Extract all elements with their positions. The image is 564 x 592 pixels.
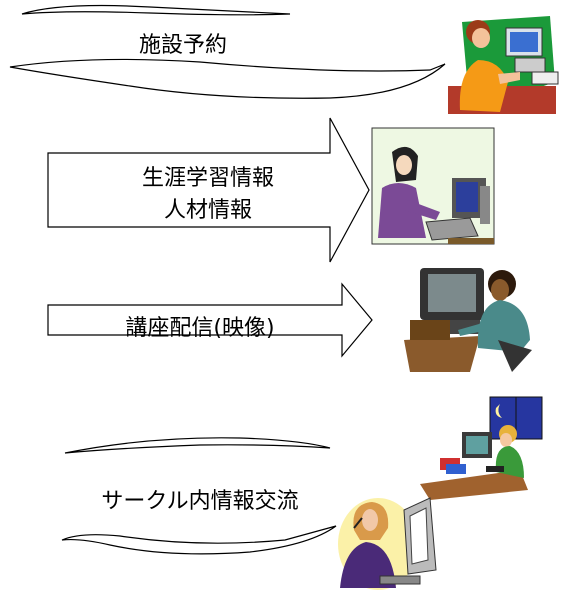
facility-reservation-arrow (9, 4, 446, 99)
woman-typing-computer-clipart (371, 127, 495, 245)
lifelong-learning-arrow (47, 117, 370, 263)
facility-reservation-label: 施設予約 (138, 33, 227, 58)
circle-exchange-arrow (61, 437, 337, 555)
circle-exchange-label: サークル内情報交流 (101, 489, 299, 514)
lifelong-learning-info-line: 生涯学習情報 (141, 166, 274, 191)
woman-monitor-clipart (338, 497, 437, 590)
lecture-streaming-label: 講座配信(映像) (125, 316, 275, 341)
lecture-streaming-arrow (47, 282, 373, 358)
woman-phone-computer-clipart (448, 16, 559, 114)
child-at-computer-night-clipart (420, 396, 543, 500)
human-resources-info-line: 人材情報 (163, 198, 252, 223)
woman-at-desk-computer-clipart (404, 268, 532, 372)
lifelong-learning-label: 生涯学習情報 人材情報 (118, 163, 298, 227)
